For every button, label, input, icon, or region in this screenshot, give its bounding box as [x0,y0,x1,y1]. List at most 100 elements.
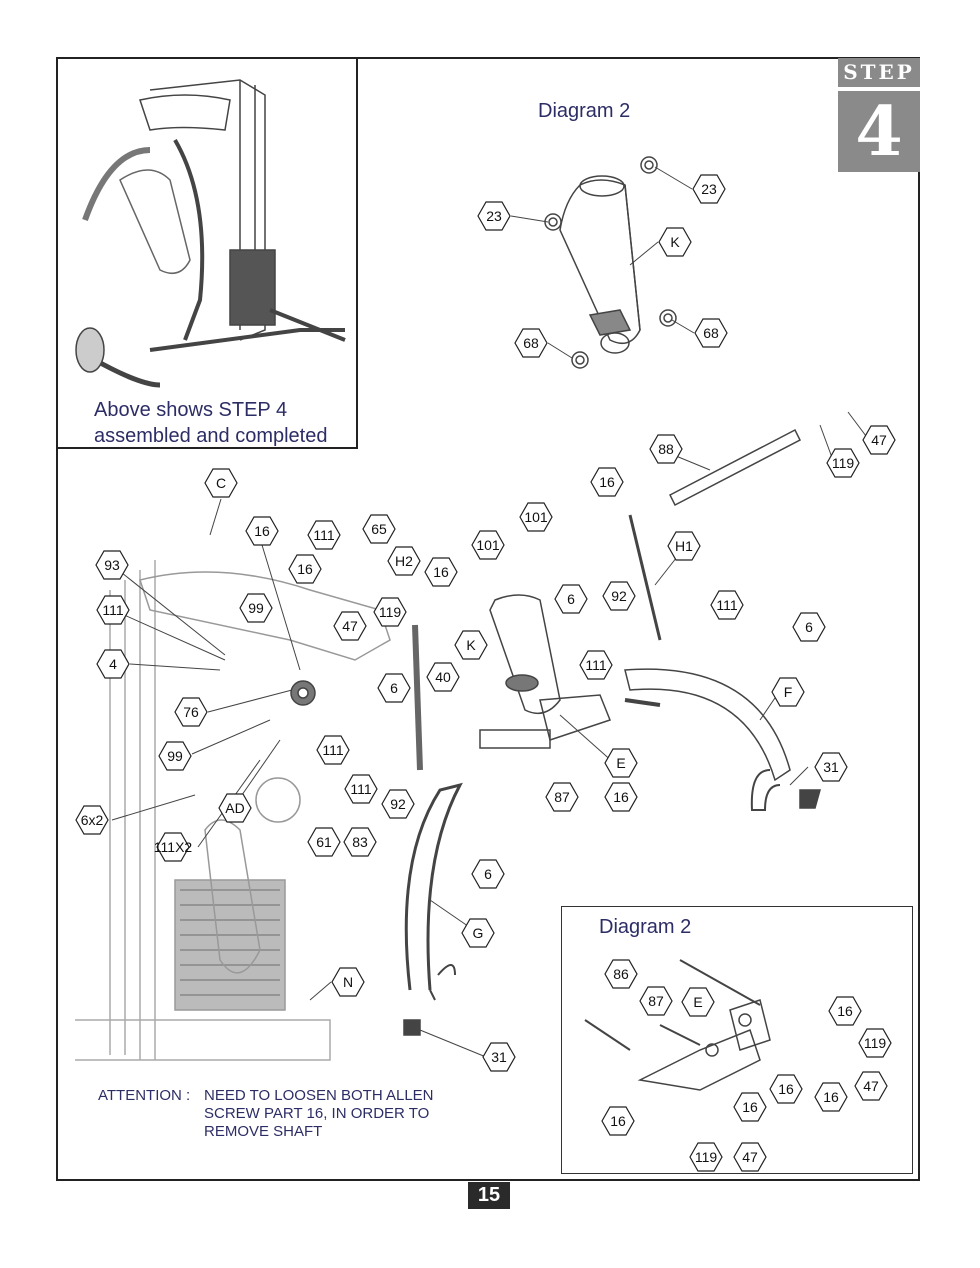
part-tag: 6 [792,612,826,642]
part-tag: 93 [95,550,129,580]
part-tag: AD [218,793,252,823]
part-tag: 23 [477,201,511,231]
part-tag: 6 [471,859,505,889]
part-tag: 31 [814,752,848,782]
part-tag-label: 87 [554,789,570,805]
inset-caption-line2: assembled and completed [94,425,328,447]
diagram-bottom-title: Diagram 2 [599,916,692,938]
part-tag: 16 [733,1092,767,1122]
part-tag: 16 [828,996,862,1026]
part-tag-label: E [693,994,703,1010]
part-tag: K [658,227,692,257]
part-tag-label: F [783,684,793,700]
part-tag-label: 111 [313,527,335,543]
part-tag-label: 31 [823,759,839,775]
part-tag-label: C [215,475,227,491]
part-tag: 111 [307,520,341,550]
part-tag: 101 [471,530,505,560]
part-tag: 119 [858,1028,892,1058]
part-tag-label: 99 [248,600,264,616]
part-tag-label: 16 [778,1081,794,1097]
part-tag: 65 [362,514,396,544]
part-tag: K [454,630,488,660]
part-tag: G [461,918,495,948]
part-tag: E [681,987,715,1017]
page-number: 15 [468,1182,510,1209]
attention-label: ATTENTION : [98,1087,191,1104]
part-tag: E [604,748,638,778]
part-tag-label: 6x2 [80,812,104,828]
part-tag: 47 [854,1071,888,1101]
part-tag: 16 [601,1106,635,1136]
part-tag: 47 [862,425,896,455]
part-tag: 99 [158,741,192,771]
part-tag: 119 [689,1142,723,1172]
part-tag: 47 [733,1142,767,1172]
part-tag: 88 [649,434,683,464]
part-tag: H1 [667,531,701,561]
part-tag-label: G [472,925,484,941]
part-tag-label: 119 [863,1035,887,1051]
part-tag-label: 68 [703,325,719,341]
part-tag-label: AD [225,800,245,816]
part-tag-label: K [670,234,680,250]
part-tag: 111 [579,650,613,680]
part-tag-label: 40 [435,669,451,685]
part-tag-label: 111 [585,657,607,673]
part-tag-label: H2 [395,553,413,569]
part-tag: 87 [545,782,579,812]
part-tag: 111 [96,595,130,625]
part-tag-label: 68 [523,335,539,351]
part-tag-label: 61 [316,834,332,850]
diagram-bottom-box [561,906,913,1174]
part-tag: 76 [174,697,208,727]
part-tag-label: 65 [371,521,387,537]
part-tag-label: E [616,755,626,771]
part-tag-label: 16 [837,1003,853,1019]
inset-caption: Above shows STEP 4 assembled and complet… [94,397,327,449]
attention-line3: REMOVE SHAFT [204,1123,323,1140]
part-tag: C [204,468,238,498]
part-tag-label: N [342,974,354,990]
part-tag-label: 6 [484,866,492,882]
part-tag-label: 119 [694,1149,718,1165]
part-tag: 16 [245,516,279,546]
part-tag: 83 [343,827,377,857]
part-tag-label: 47 [871,432,887,448]
part-tag-label: 47 [742,1149,758,1165]
part-tag-label: 16 [599,474,615,490]
part-tag-label: 16 [433,564,449,580]
part-tag-label: 23 [701,181,717,197]
step-divider [838,87,920,91]
part-tag-label: 16 [610,1113,626,1129]
part-tag: 47 [333,611,367,641]
attention-line1: NEED TO LOOSEN BOTH ALLEN [204,1087,434,1104]
part-tag-label: K [466,637,476,653]
part-tag: 6 [377,673,411,703]
part-tag-label: 6 [805,619,813,635]
part-tag: 119 [373,597,407,627]
part-tag-label: 88 [658,441,674,457]
part-tag: 31 [482,1042,516,1072]
part-tag: 61 [307,827,341,857]
part-tag-label: 99 [167,748,183,764]
part-tag: 68 [514,328,548,358]
part-tag-label: 16 [613,789,629,805]
part-tag-label: H1 [675,538,693,554]
part-tag-label: 6 [390,680,398,696]
part-tag-label: 92 [390,796,406,812]
part-tag-label: 47 [863,1078,879,1094]
part-tag-label: 83 [352,834,368,850]
part-tag: 23 [692,174,726,204]
part-tag-label: 111X2 [153,839,193,855]
part-tag: 92 [381,789,415,819]
inset-caption-line1: Above shows STEP 4 [94,399,288,421]
part-tag: 6x2 [75,805,109,835]
part-tag: 16 [590,467,624,497]
step-badge [838,58,920,172]
part-tag: 111X2 [150,832,196,862]
part-tag-label: 119 [378,604,402,620]
part-tag: 68 [694,318,728,348]
part-tag: 16 [424,557,458,587]
